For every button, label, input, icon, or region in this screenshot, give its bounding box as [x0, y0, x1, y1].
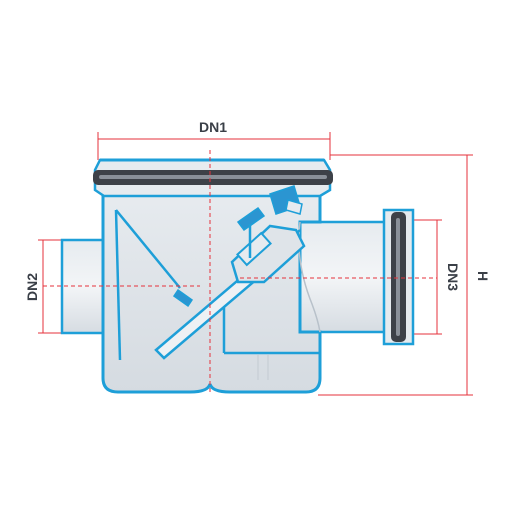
- outlet-pipe: [298, 220, 394, 334]
- valve-body: [60, 158, 415, 394]
- inlet-chamber-wall: [114, 209, 122, 361]
- flap-hinge-housing: [230, 224, 306, 284]
- outlet-gasket-highlight: [396, 218, 400, 336]
- dn1-label: DN1: [199, 119, 227, 135]
- hinge-knob-cap: [285, 199, 303, 215]
- center-lines: [43, 150, 437, 395]
- dimension-lines: [38, 132, 473, 396]
- dn2-label: DN2: [24, 273, 40, 301]
- lid-gasket-highlight: [99, 175, 327, 179]
- dn3-label: DN3: [445, 263, 461, 291]
- lever-arm: [236, 206, 266, 232]
- inlet-baffle: [115, 209, 181, 289]
- h-label: H: [475, 271, 491, 281]
- flap-clip: [172, 288, 194, 308]
